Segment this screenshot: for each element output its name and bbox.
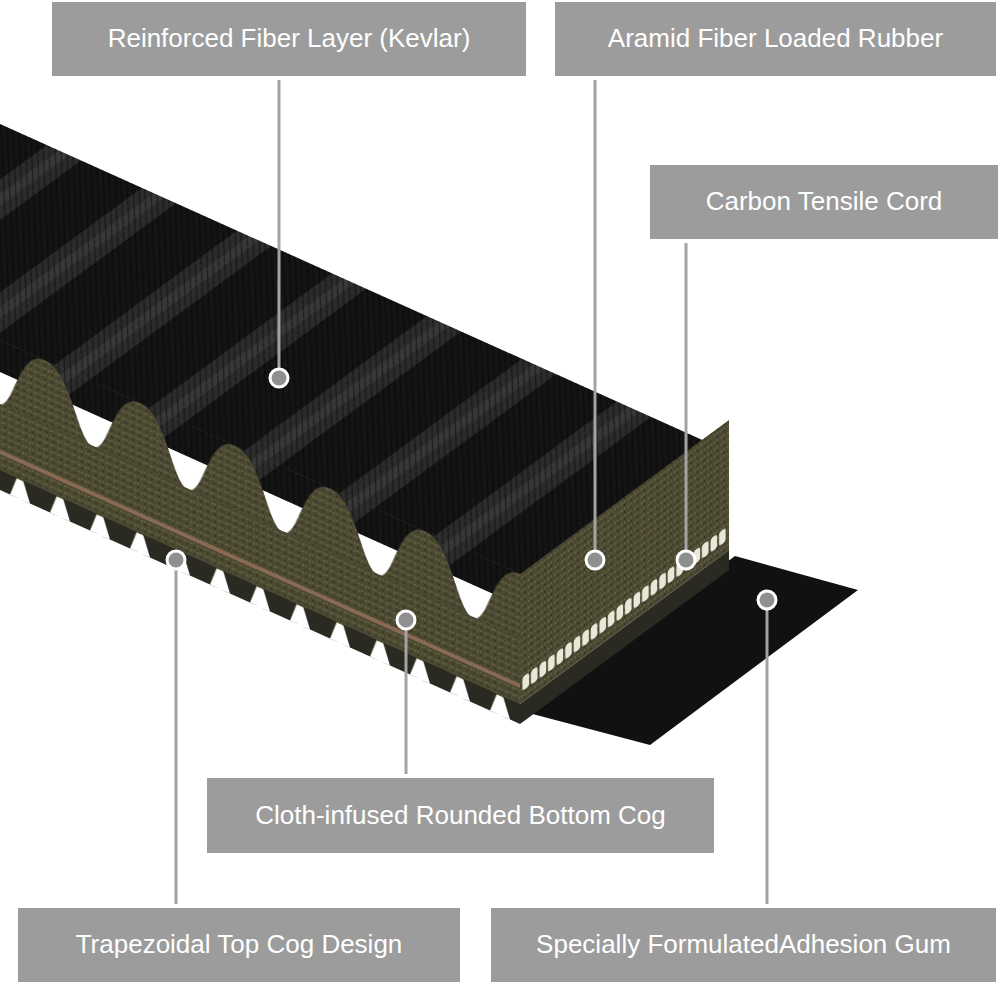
callout-box: Cloth-infused Rounded Bottom Cog: [207, 778, 714, 853]
side-face: [0, 151, 520, 724]
callout-box: Reinforced Fiber Layer (Kevlar): [52, 2, 526, 76]
callout-dots: [167, 369, 776, 629]
callout-box: Carbon Tensile Cord: [650, 165, 998, 239]
callout-label: Reinforced Fiber Layer (Kevlar): [108, 24, 471, 54]
callout-label: Trapezoidal Top Cog Design: [76, 930, 403, 960]
callout-label: Carbon Tensile Cord: [706, 187, 943, 217]
end-section: [520, 420, 729, 724]
callout-label: Specially FormulatedAdhesion Gum: [536, 930, 951, 960]
callout-label: Cloth-infused Rounded Bottom Cog: [255, 801, 665, 831]
callout-label: Aramid Fiber Loaded Rubber: [608, 24, 943, 54]
callout-box: Aramid Fiber Loaded Rubber: [555, 2, 996, 76]
callout-box: Specially FormulatedAdhesion Gum: [491, 908, 996, 982]
callout-box: Trapezoidal Top Cog Design: [18, 908, 460, 982]
